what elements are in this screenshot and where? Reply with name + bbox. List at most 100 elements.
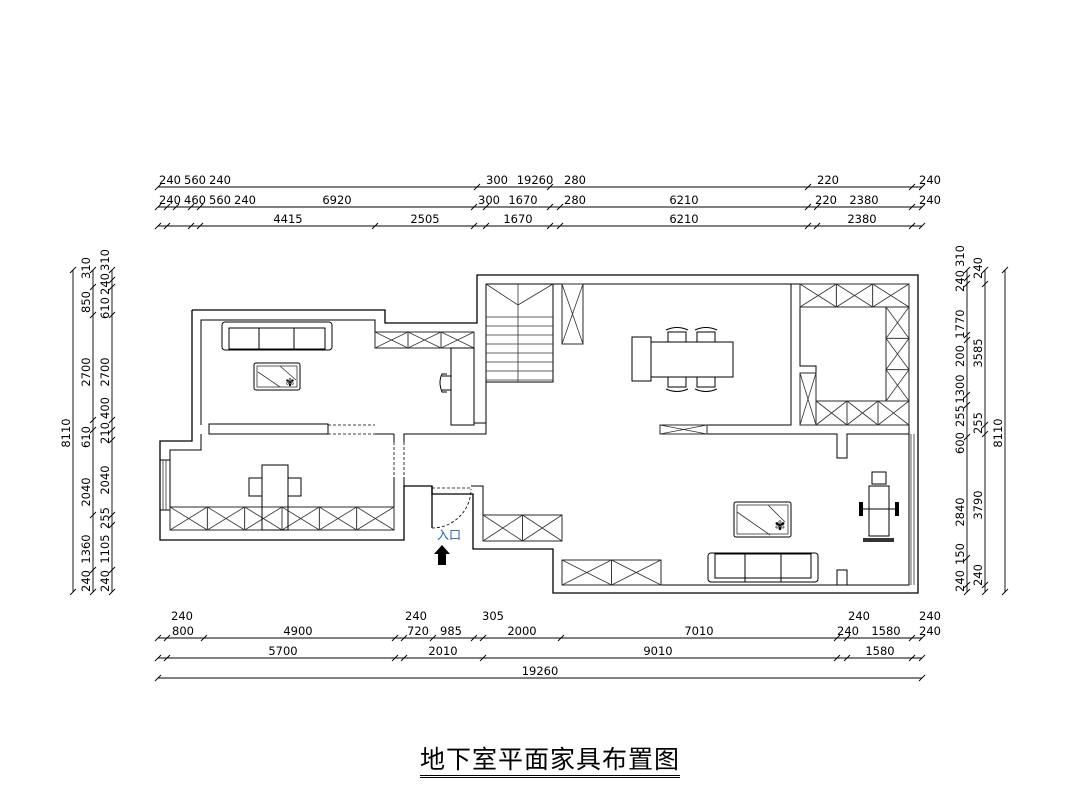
staircase (485, 283, 554, 383)
partition-wall (707, 284, 792, 426)
dimension-label: 610 (98, 297, 112, 319)
dimension-label: 240 (919, 609, 941, 623)
storage-cabinet (659, 424, 708, 435)
dimension-label: 280 (564, 173, 586, 187)
dimension-label: 2010 (428, 644, 457, 658)
storage-cabinet (885, 306, 910, 402)
dimension-label: 3790 (971, 490, 985, 519)
dimension-bottom-row2: 5700 2010 9010 1580 (154, 644, 926, 662)
dimension-label: 800 (172, 624, 194, 638)
dimension-label: 240 (159, 193, 181, 207)
dimension-label: 255 (953, 405, 967, 427)
dimension-label: 1360 (79, 534, 93, 563)
dimension-label: 280 (564, 193, 586, 207)
dimension-label: 2040 (79, 477, 93, 506)
dimension-label: 240 (919, 193, 941, 207)
dimension-label: 600 (953, 432, 967, 454)
entrance-arrow-icon (434, 545, 450, 565)
sofa-right (707, 552, 819, 583)
storage-cabinet (169, 506, 395, 531)
dimension-label: 560 (184, 173, 206, 187)
dimension-right-col3: 8110 (991, 266, 1009, 596)
dimension-label: 220 (817, 173, 839, 187)
dimension-label: 240 (98, 570, 112, 592)
tv-wall (208, 423, 329, 435)
dimension-label: 310 (98, 249, 112, 271)
dimension-label: 3585 (971, 338, 985, 367)
entrance-label: 入口 (437, 528, 461, 542)
storage-cabinet (561, 283, 584, 345)
window-left (159, 459, 171, 511)
dining-table-left (248, 464, 302, 531)
dimension-label: 240 (837, 624, 859, 638)
dimension-label: 240 (848, 609, 870, 623)
dimension-label: 240 (405, 609, 427, 623)
dimension-label: 2040 (98, 465, 112, 494)
dimension-label: 2840 (953, 497, 967, 526)
dimension-label: 5700 (268, 644, 297, 658)
entrance-door[interactable] (431, 486, 472, 529)
dimension-label: 305 (482, 609, 504, 623)
dimension-label: 460 (184, 193, 206, 207)
desk (450, 347, 475, 426)
dimension-label: 1105 (98, 534, 112, 563)
dimension-label: 200 (953, 345, 967, 367)
dimension-label: 300 (486, 173, 508, 187)
dimension-label: 310 (953, 245, 967, 267)
dimension-label: 240 (971, 564, 985, 586)
wall-corridor (403, 422, 487, 442)
dimension-label: 1300 (953, 374, 967, 403)
dimension-label: 2700 (98, 357, 112, 386)
dimension-label: 240 (919, 624, 941, 638)
dimension-label: 6920 (322, 193, 351, 207)
coffee-table-left: ✾ (253, 362, 301, 391)
dimension-bottom-row3: 19260 (154, 664, 926, 682)
bedroom-wall (799, 284, 817, 373)
dimension-label: 310 (79, 257, 93, 279)
dimension-label: 2380 (849, 193, 878, 207)
dimension-label: 240 (971, 257, 985, 279)
dimension-label: 8110 (59, 418, 73, 447)
dimension-label: 985 (440, 624, 462, 638)
dimension-label: 7010 (684, 624, 713, 638)
dimension-label: 150 (953, 543, 967, 565)
dimension-label: 240 (98, 273, 112, 295)
dimension-label: 2700 (79, 357, 93, 386)
partition-wall-2 (707, 433, 909, 459)
plant-icon: ✾ (285, 376, 294, 389)
dimension-label: 1580 (865, 644, 894, 658)
storage-cabinet (799, 283, 910, 308)
storage-cabinet (799, 372, 817, 426)
dimension-label: 255 (971, 412, 985, 434)
outer-wall (159, 274, 919, 594)
exercise-bench (859, 471, 899, 542)
dimension-right-col2: 240 3585 255 3790 240 (971, 257, 989, 596)
storage-cabinet (482, 514, 563, 542)
dimension-label: 255 (98, 507, 112, 529)
dimension-label: 240 (159, 173, 181, 187)
dimension-label: 240 (171, 609, 193, 623)
dimension-label: 1670 (503, 212, 532, 226)
dimension-label: 210 (98, 422, 112, 444)
dimension-label: 19260 (522, 664, 559, 678)
dimension-label: 19260 (517, 173, 554, 187)
plant-icon: ✾ (775, 519, 786, 534)
dimension-label: 240 (919, 173, 941, 187)
coffee-table-right: ✾ (733, 501, 792, 538)
dimension-label: 6210 (669, 193, 698, 207)
dimension-label: 240 (79, 570, 93, 592)
dimension-label: 4415 (273, 212, 302, 226)
dimension-label: 8110 (991, 418, 1005, 447)
dimension-label: 9010 (643, 644, 672, 658)
storage-cabinet (815, 400, 910, 426)
window-right (910, 434, 915, 585)
walls (159, 274, 919, 594)
